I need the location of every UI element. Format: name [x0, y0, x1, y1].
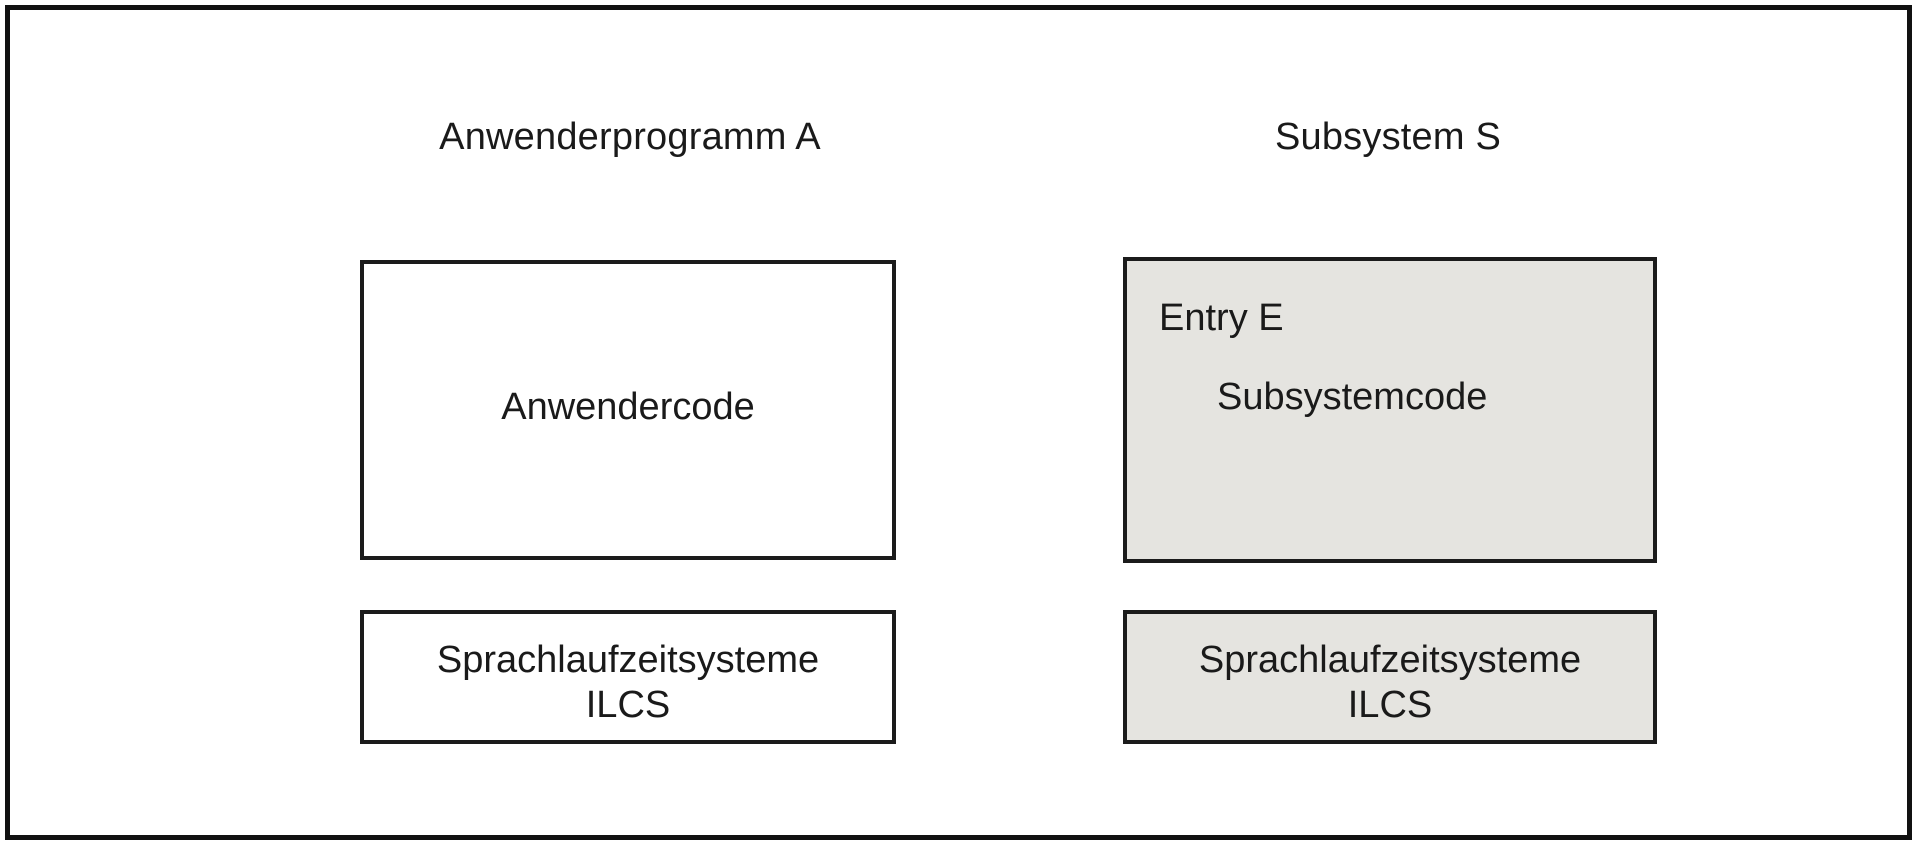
box-label-subsystemcode: Subsystemcode	[1217, 376, 1488, 418]
box-label-ilcs-right-line2: ILCS	[1347, 684, 1433, 726]
box-ilcs-left: Sprachlaufzeitsysteme ILCS	[360, 610, 896, 744]
column-title-subsystem: Subsystem S	[1274, 116, 1502, 158]
box-label-ilcs-left-line2: ILCS	[585, 684, 671, 726]
box-anwendercode: Anwendercode	[360, 260, 896, 560]
box-label-ilcs-left-line1: Sprachlaufzeitsysteme	[436, 639, 820, 681]
box-ilcs-right: Sprachlaufzeitsysteme ILCS	[1123, 610, 1657, 744]
box-label-ilcs-right-line1: Sprachlaufzeitsysteme	[1198, 639, 1582, 681]
box-label-ilcs-left: Sprachlaufzeitsysteme ILCS	[364, 638, 892, 728]
box-label-entry-e: Entry E	[1159, 297, 1284, 339]
box-label-anwendercode: Anwendercode	[501, 386, 755, 428]
diagram-outer-frame: Anwenderprogramm A Subsystem S Anwenderc…	[5, 5, 1912, 840]
box-label-ilcs-right: Sprachlaufzeitsysteme ILCS	[1127, 638, 1653, 728]
box-subsystemcode: Entry E Subsystemcode	[1123, 257, 1657, 563]
column-title-anwenderprogramm: Anwenderprogramm A	[439, 116, 821, 158]
